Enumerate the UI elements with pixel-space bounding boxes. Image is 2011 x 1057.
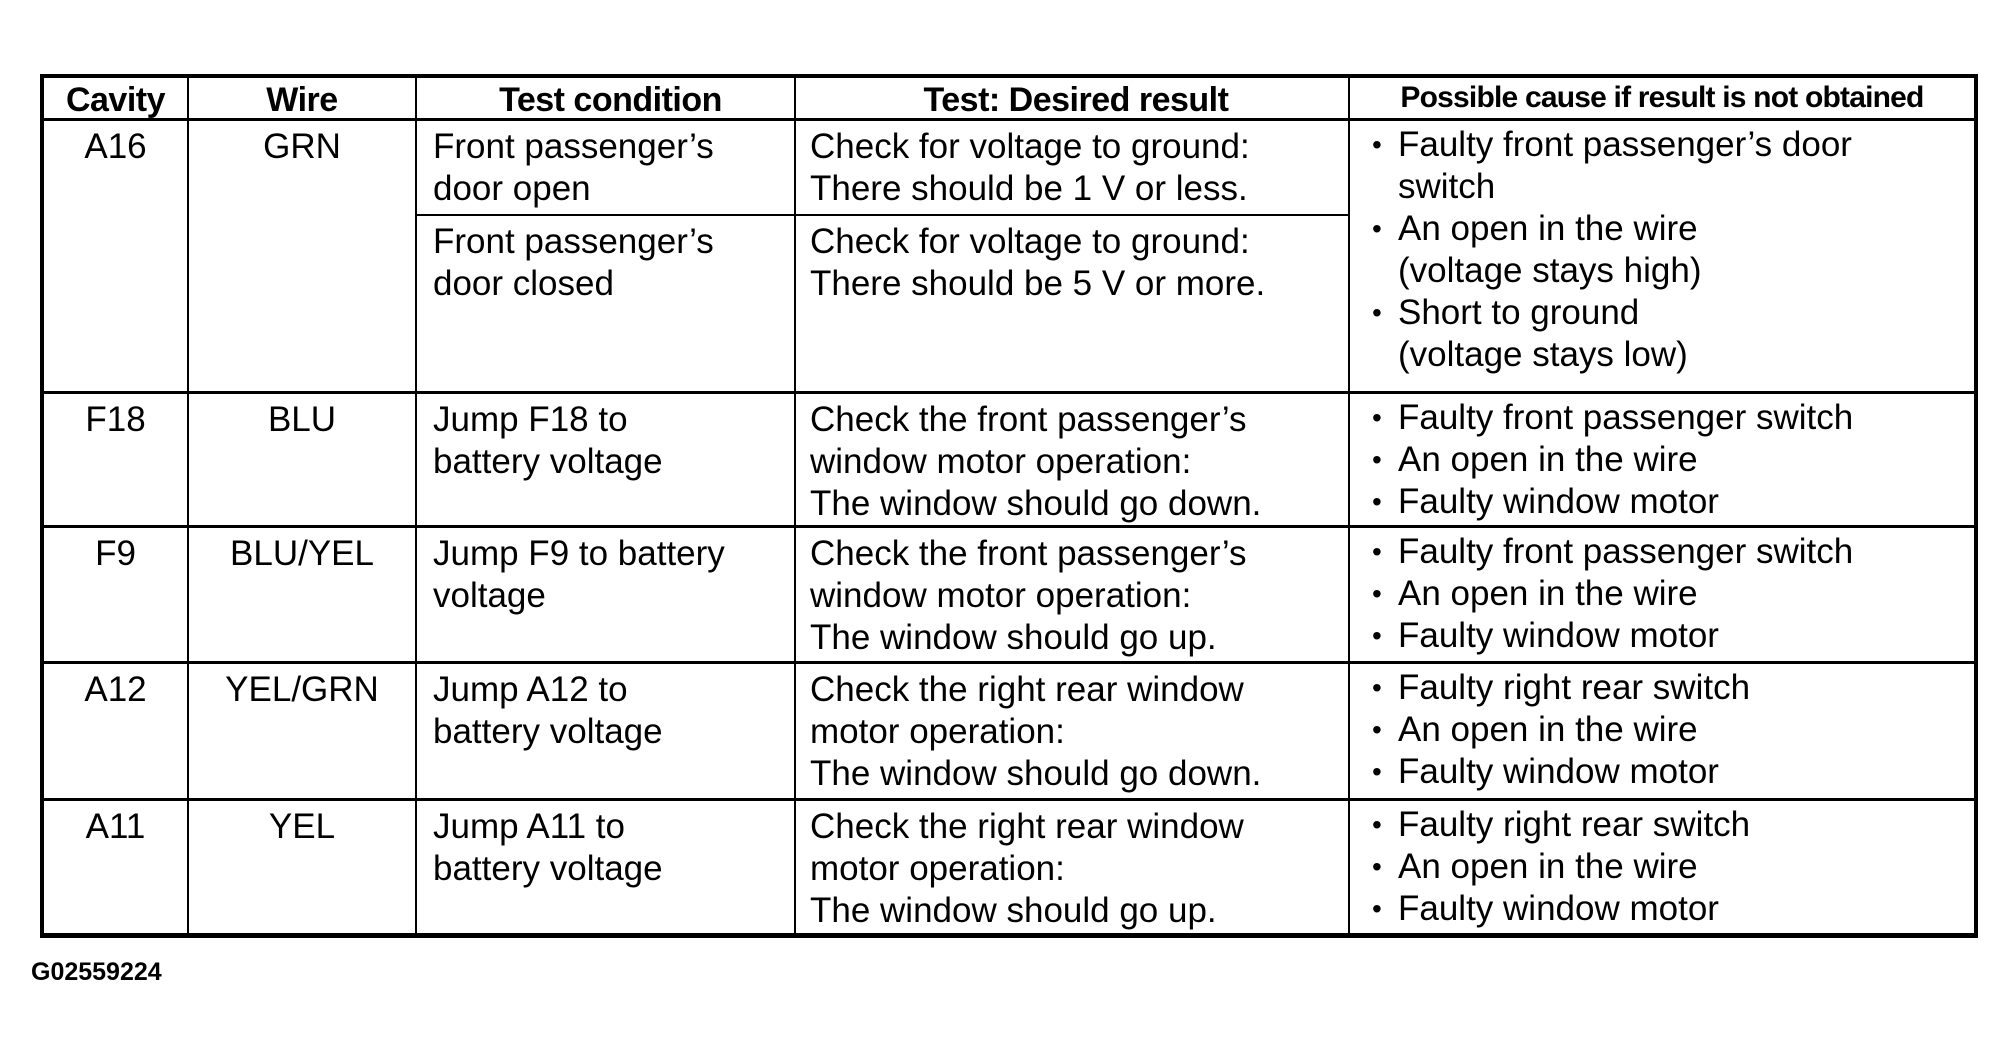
test-subrow: Front passenger’s door open Check for vo… — [417, 121, 1348, 216]
table-row-a12: A12 YEL/GRN Jump A12 to battery voltage … — [44, 664, 1974, 801]
cause-item: • An open in the wire (voltage stays hig… — [1364, 208, 1970, 292]
bullet-icon: • — [1372, 129, 1382, 160]
test-condition-cell: Jump F18 to battery voltage — [417, 394, 796, 525]
test-subrow: Front passenger’s door closed Check for … — [417, 216, 1348, 391]
header-cavity: Cavity — [44, 78, 189, 119]
causes-cell: • Faulty right rear switch • An open in … — [1350, 664, 1974, 798]
header-wire: Wire — [189, 78, 417, 119]
wire-cell: YEL — [189, 801, 417, 933]
header-desired-result: Test: Desired result — [796, 78, 1350, 119]
figure-id-label: G02559224 — [31, 958, 162, 986]
test-condition-cell: Jump A11 to battery voltage — [417, 801, 796, 933]
cause-text: Faulty right rear switch — [1398, 805, 1751, 844]
cause-text: Faulty window motor — [1398, 616, 1719, 655]
bullet-icon: • — [1372, 893, 1382, 924]
test-result-cell: Check the front passenger’s window motor… — [796, 394, 1350, 525]
table-row-f18: F18 BLU Jump F18 to battery voltage Chec… — [44, 394, 1974, 528]
test-condition-cell: Front passenger’s door open — [417, 121, 796, 214]
test-result-cell: Check for voltage to ground: There shoul… — [810, 222, 1266, 303]
causes-cell: • Faulty front passenger switch • An ope… — [1350, 528, 1974, 661]
cause-item: • An open in the wire — [1364, 846, 1970, 888]
cause-item: • Faulty window motor — [1364, 888, 1970, 930]
cause-item: • Faulty window motor — [1364, 751, 1970, 793]
cause-text: Faulty window motor — [1398, 752, 1719, 791]
cause-item: • Faulty front passenger switch — [1364, 397, 1970, 439]
cavity-cell: A11 — [44, 801, 189, 933]
cause-item: • Faulty window motor — [1364, 481, 1970, 523]
bullet-icon: • — [1372, 714, 1382, 745]
test-condition-cell: Jump A12 to battery voltage — [417, 664, 796, 798]
cause-item: • Faulty front passenger switch — [1364, 531, 1970, 573]
bullet-icon: • — [1372, 756, 1382, 787]
cause-item: • Faulty front passenger’s door switch — [1364, 124, 1970, 208]
bullet-icon: • — [1372, 297, 1382, 328]
cause-text: An open in the wire — [1398, 574, 1698, 613]
bullet-icon: • — [1372, 809, 1382, 840]
cause-item: • Short to ground (voltage stays low) — [1364, 292, 1970, 376]
cause-text: Faulty front passenger switch — [1398, 532, 1854, 571]
cause-item: • An open in the wire — [1364, 439, 1970, 481]
header-test-condition: Test condition — [417, 78, 796, 119]
causes-cell: • Faulty front passenger’s door switch •… — [1350, 121, 1974, 391]
test-result-cell: Check for voltage to ground: There shoul… — [810, 127, 1250, 208]
table-header-row: Cavity Wire Test condition Test: Desired… — [44, 78, 1974, 121]
bullet-icon: • — [1372, 672, 1382, 703]
test-result-cell: Check the right rear window motor operat… — [796, 801, 1350, 933]
bullet-icon: • — [1372, 578, 1382, 609]
causes-cell: • Faulty front passenger switch • An ope… — [1350, 394, 1974, 525]
diagnostic-table: Cavity Wire Test condition Test: Desired… — [40, 74, 1978, 938]
cause-item: • Faulty window motor — [1364, 615, 1970, 657]
cause-item: • An open in the wire — [1364, 709, 1970, 751]
cavity-cell: A12 — [44, 664, 189, 798]
cavity-cell: F18 — [44, 394, 189, 525]
cause-text: Faulty window motor — [1398, 889, 1719, 928]
test-condition-cell: Front passenger’s door closed — [417, 216, 796, 391]
cause-item: • Faulty right rear switch — [1364, 804, 1970, 846]
cause-item: • Faulty right rear switch — [1364, 667, 1970, 709]
cause-text: Faulty front passenger switch — [1398, 398, 1854, 437]
cause-text: An open in the wire (voltage stays high) — [1398, 209, 1702, 290]
wire-cell: BLU/YEL — [189, 528, 417, 661]
bullet-icon: • — [1372, 486, 1382, 517]
table-row-f9: F9 BLU/YEL Jump F9 to battery voltage Ch… — [44, 528, 1974, 664]
test-result-cell: Check the front passenger’s window motor… — [796, 528, 1350, 661]
cause-text: An open in the wire — [1398, 847, 1698, 886]
test-subrows: Front passenger’s door open Check for vo… — [417, 121, 1350, 391]
wire-cell: YEL/GRN — [189, 664, 417, 798]
cavity-cell: A16 — [44, 121, 189, 391]
bullet-icon: • — [1372, 620, 1382, 651]
test-result-cell: Check the right rear window motor operat… — [796, 664, 1350, 798]
bullet-icon: • — [1372, 851, 1382, 882]
header-possible-cause: Possible cause if result is not obtained — [1400, 81, 1924, 114]
cavity-cell: F9 — [44, 528, 189, 661]
cause-text: An open in the wire — [1398, 440, 1698, 479]
bullet-icon: • — [1372, 402, 1382, 433]
cause-text: Faulty right rear switch — [1398, 668, 1751, 707]
bullet-icon: • — [1372, 213, 1382, 244]
cause-text: Faulty window motor — [1398, 482, 1719, 521]
bullet-icon: • — [1372, 444, 1382, 475]
wire-cell: BLU — [189, 394, 417, 525]
cause-text: Faulty front passenger’s door switch — [1398, 125, 1852, 206]
cause-text: An open in the wire — [1398, 710, 1698, 749]
cause-text: Short to ground (voltage stays low) — [1398, 293, 1688, 374]
table-row-a16: A16 GRN Front passenger’s door open Chec… — [44, 121, 1974, 394]
bullet-icon: • — [1372, 536, 1382, 567]
test-condition-cell: Jump F9 to battery voltage — [417, 528, 796, 661]
wire-cell: GRN — [189, 121, 417, 391]
causes-cell: • Faulty right rear switch • An open in … — [1350, 801, 1974, 933]
table-row-a11: A11 YEL Jump A11 to battery voltage Chec… — [44, 801, 1974, 933]
cause-item: • An open in the wire — [1364, 573, 1970, 615]
